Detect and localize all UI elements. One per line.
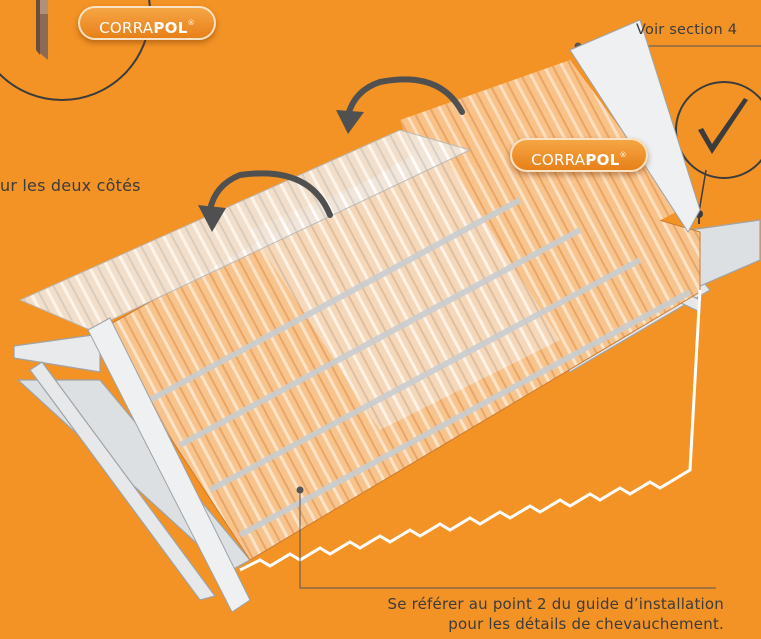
eave-edge bbox=[239, 289, 702, 572]
checkmark-icon bbox=[675, 81, 761, 179]
reference-line-1: Se référer au point 2 du guide d’install… bbox=[387, 595, 724, 613]
corrapol-badge: CORRAPOL® bbox=[78, 6, 216, 40]
both-sides-label: ur les deux côtés bbox=[0, 176, 141, 195]
ridge-sheeting bbox=[18, 129, 472, 331]
installation-reference-note: Se référer au point 2 du guide d’install… bbox=[330, 594, 724, 634]
curved-arrow-icon bbox=[207, 76, 465, 218]
brand-bold: POL bbox=[585, 151, 620, 169]
brand-light: CORRA bbox=[531, 151, 586, 169]
arrow-heads bbox=[198, 110, 364, 232]
reference-line-2: pour les détails de chevauchement. bbox=[448, 615, 724, 633]
brand-reg: ® bbox=[619, 151, 627, 159]
brand-light: CORRA bbox=[99, 19, 154, 37]
corrapol-badge: CORRAPOL® bbox=[510, 138, 648, 172]
purlins bbox=[148, 197, 692, 538]
verge-boards bbox=[87, 19, 701, 613]
brand-reg: ® bbox=[187, 19, 195, 27]
brand-bold: POL bbox=[153, 19, 188, 37]
see-section-label: Voir section 4 bbox=[636, 22, 738, 38]
reference-callout-line bbox=[296, 486, 716, 589]
